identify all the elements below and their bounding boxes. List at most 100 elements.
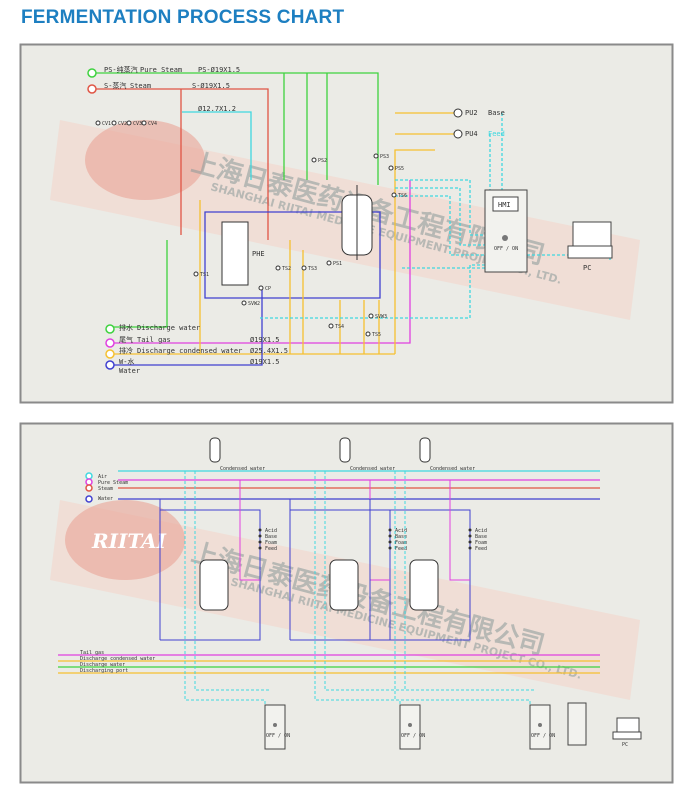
plate-heat-exchanger bbox=[221, 221, 249, 286]
valve-icon bbox=[258, 546, 262, 550]
valve-label: Foam bbox=[265, 540, 277, 546]
instrument-icon bbox=[141, 120, 147, 126]
bottom-inlet-steam: Steam bbox=[98, 486, 113, 492]
water-loop bbox=[289, 499, 391, 641]
valve-icon bbox=[388, 540, 392, 544]
valve-icon bbox=[468, 540, 472, 544]
instrument-tag: SVW3 bbox=[375, 314, 387, 320]
instrument-tag: TS3 bbox=[308, 266, 317, 272]
valve-icon bbox=[258, 534, 262, 538]
bottom-outlet-condensed: Discharge condensed water bbox=[80, 656, 155, 662]
instrument-icon bbox=[365, 331, 371, 337]
inlet-code-pure-steam: PS-纯蒸汽 bbox=[104, 65, 138, 74]
outlet-code-discharge-water: 排水 bbox=[119, 323, 133, 332]
hmi-label: HMI bbox=[498, 201, 511, 209]
condensate-tank bbox=[209, 437, 221, 463]
pc-label: PC bbox=[583, 264, 591, 272]
instrument-icon bbox=[258, 285, 264, 291]
spec-steam: S-Ø19X1.5 bbox=[192, 82, 230, 90]
valve-label: Acid bbox=[395, 528, 407, 534]
instrument-icon bbox=[368, 313, 374, 319]
svg-text:RIITAI: RIITAI bbox=[91, 529, 167, 553]
spec-tail-gas: Ø19X1.5 bbox=[250, 336, 280, 344]
valve-label: Foam bbox=[395, 540, 407, 546]
valve-label: Acid bbox=[265, 528, 277, 534]
valve-label: Base bbox=[475, 534, 487, 540]
signal-line bbox=[314, 471, 405, 705]
bottom-port-icons bbox=[85, 472, 93, 503]
inlet-pure-steam: Pure Steam bbox=[140, 66, 182, 74]
instrument-icon bbox=[193, 271, 199, 277]
pump-pu2-label: Base bbox=[488, 109, 505, 117]
instrument-tag: PS5 bbox=[395, 166, 404, 172]
instrument-tag: PS2 bbox=[318, 158, 327, 164]
bottom-pc-label: PC bbox=[622, 742, 628, 748]
water-loop bbox=[369, 499, 471, 641]
page-title: FERMENTATION PROCESS CHART bbox=[21, 7, 345, 28]
instrument-icon bbox=[373, 153, 379, 159]
spec-condensed: Ø25.4X1.5 bbox=[250, 347, 288, 355]
signal-line bbox=[394, 471, 535, 705]
instrument-tag: TS5 bbox=[372, 332, 381, 338]
instrument-tag: CV4 bbox=[148, 121, 157, 127]
pc-icon bbox=[567, 221, 613, 259]
outlet-discharge-water: Discharge water bbox=[137, 324, 200, 332]
inlet-code-steam: S-蒸汽 bbox=[104, 81, 126, 90]
instrument-icon bbox=[311, 157, 317, 163]
instrument-icon bbox=[301, 265, 307, 271]
valve-icon bbox=[388, 534, 392, 538]
bottom-pipes bbox=[58, 470, 600, 674]
inlet-steam: Steam bbox=[130, 82, 151, 90]
outlet-water: Water bbox=[119, 367, 140, 375]
valve-label: Acid bbox=[475, 528, 487, 534]
power-switch[interactable] bbox=[502, 235, 508, 241]
instrument-icon bbox=[126, 120, 132, 126]
outlet-code-tail-gas: 尾气 bbox=[119, 335, 133, 344]
bottom-inlet-pure-steam: Pure Steam bbox=[98, 480, 128, 486]
switch-label: OFF / ON bbox=[531, 733, 555, 739]
bottom-outlet-discharge-water: Discharge water bbox=[80, 662, 125, 668]
valve-icon bbox=[388, 546, 392, 550]
bottom-inlet-air: Air bbox=[98, 474, 107, 480]
instrument-tag: TS4 bbox=[335, 324, 344, 330]
valve-icon bbox=[468, 534, 472, 538]
outlet-condensed: Discharge condensed water bbox=[137, 347, 242, 355]
instrument-icon bbox=[328, 323, 334, 329]
water-loop bbox=[159, 499, 261, 641]
switch-label: OFF / ON bbox=[494, 246, 518, 252]
instrument-tag: SVW2 bbox=[248, 301, 260, 307]
instrument-icon bbox=[391, 192, 397, 198]
fermenter-vessel bbox=[409, 559, 439, 611]
pump-pu2 bbox=[453, 108, 463, 118]
instrument-tag: TS1 bbox=[200, 272, 209, 278]
bottom-outlet-tail-gas: Tail gas bbox=[80, 650, 104, 656]
instrument-icon bbox=[388, 165, 394, 171]
instrument-tag: CV1 bbox=[102, 121, 111, 127]
instrument-tag: TS6 bbox=[398, 193, 407, 199]
valve-icon bbox=[388, 528, 392, 532]
hmi-screen[interactable] bbox=[492, 196, 519, 212]
instrument-tag: TS2 bbox=[282, 266, 291, 272]
fermenter-vessel bbox=[341, 185, 373, 260]
valve-label: Foam bbox=[475, 540, 487, 546]
pump-pu4-label: Feed bbox=[488, 130, 505, 138]
power-switch[interactable] bbox=[273, 723, 277, 727]
fermenter-vessel bbox=[199, 559, 229, 611]
outlet-tail-gas: Tail gas bbox=[137, 336, 171, 344]
tail-gas-pipe bbox=[449, 480, 470, 581]
instrument-icon bbox=[95, 120, 101, 126]
spec-pure-steam: PS-Ø19X1.5 bbox=[198, 66, 240, 74]
power-switch[interactable] bbox=[408, 723, 412, 727]
bottom-main-cabinet bbox=[567, 702, 587, 746]
instrument-icon bbox=[275, 265, 281, 271]
tail-gas-pipe bbox=[239, 480, 260, 581]
tank-label: Condensed water bbox=[220, 466, 265, 472]
valve-label: Feed bbox=[395, 546, 407, 552]
tank-label: Condensed water bbox=[430, 466, 475, 472]
switch-label: OFF / ON bbox=[266, 733, 290, 739]
valve-icon bbox=[468, 528, 472, 532]
instrument-icon bbox=[241, 300, 247, 306]
power-switch[interactable] bbox=[538, 723, 542, 727]
